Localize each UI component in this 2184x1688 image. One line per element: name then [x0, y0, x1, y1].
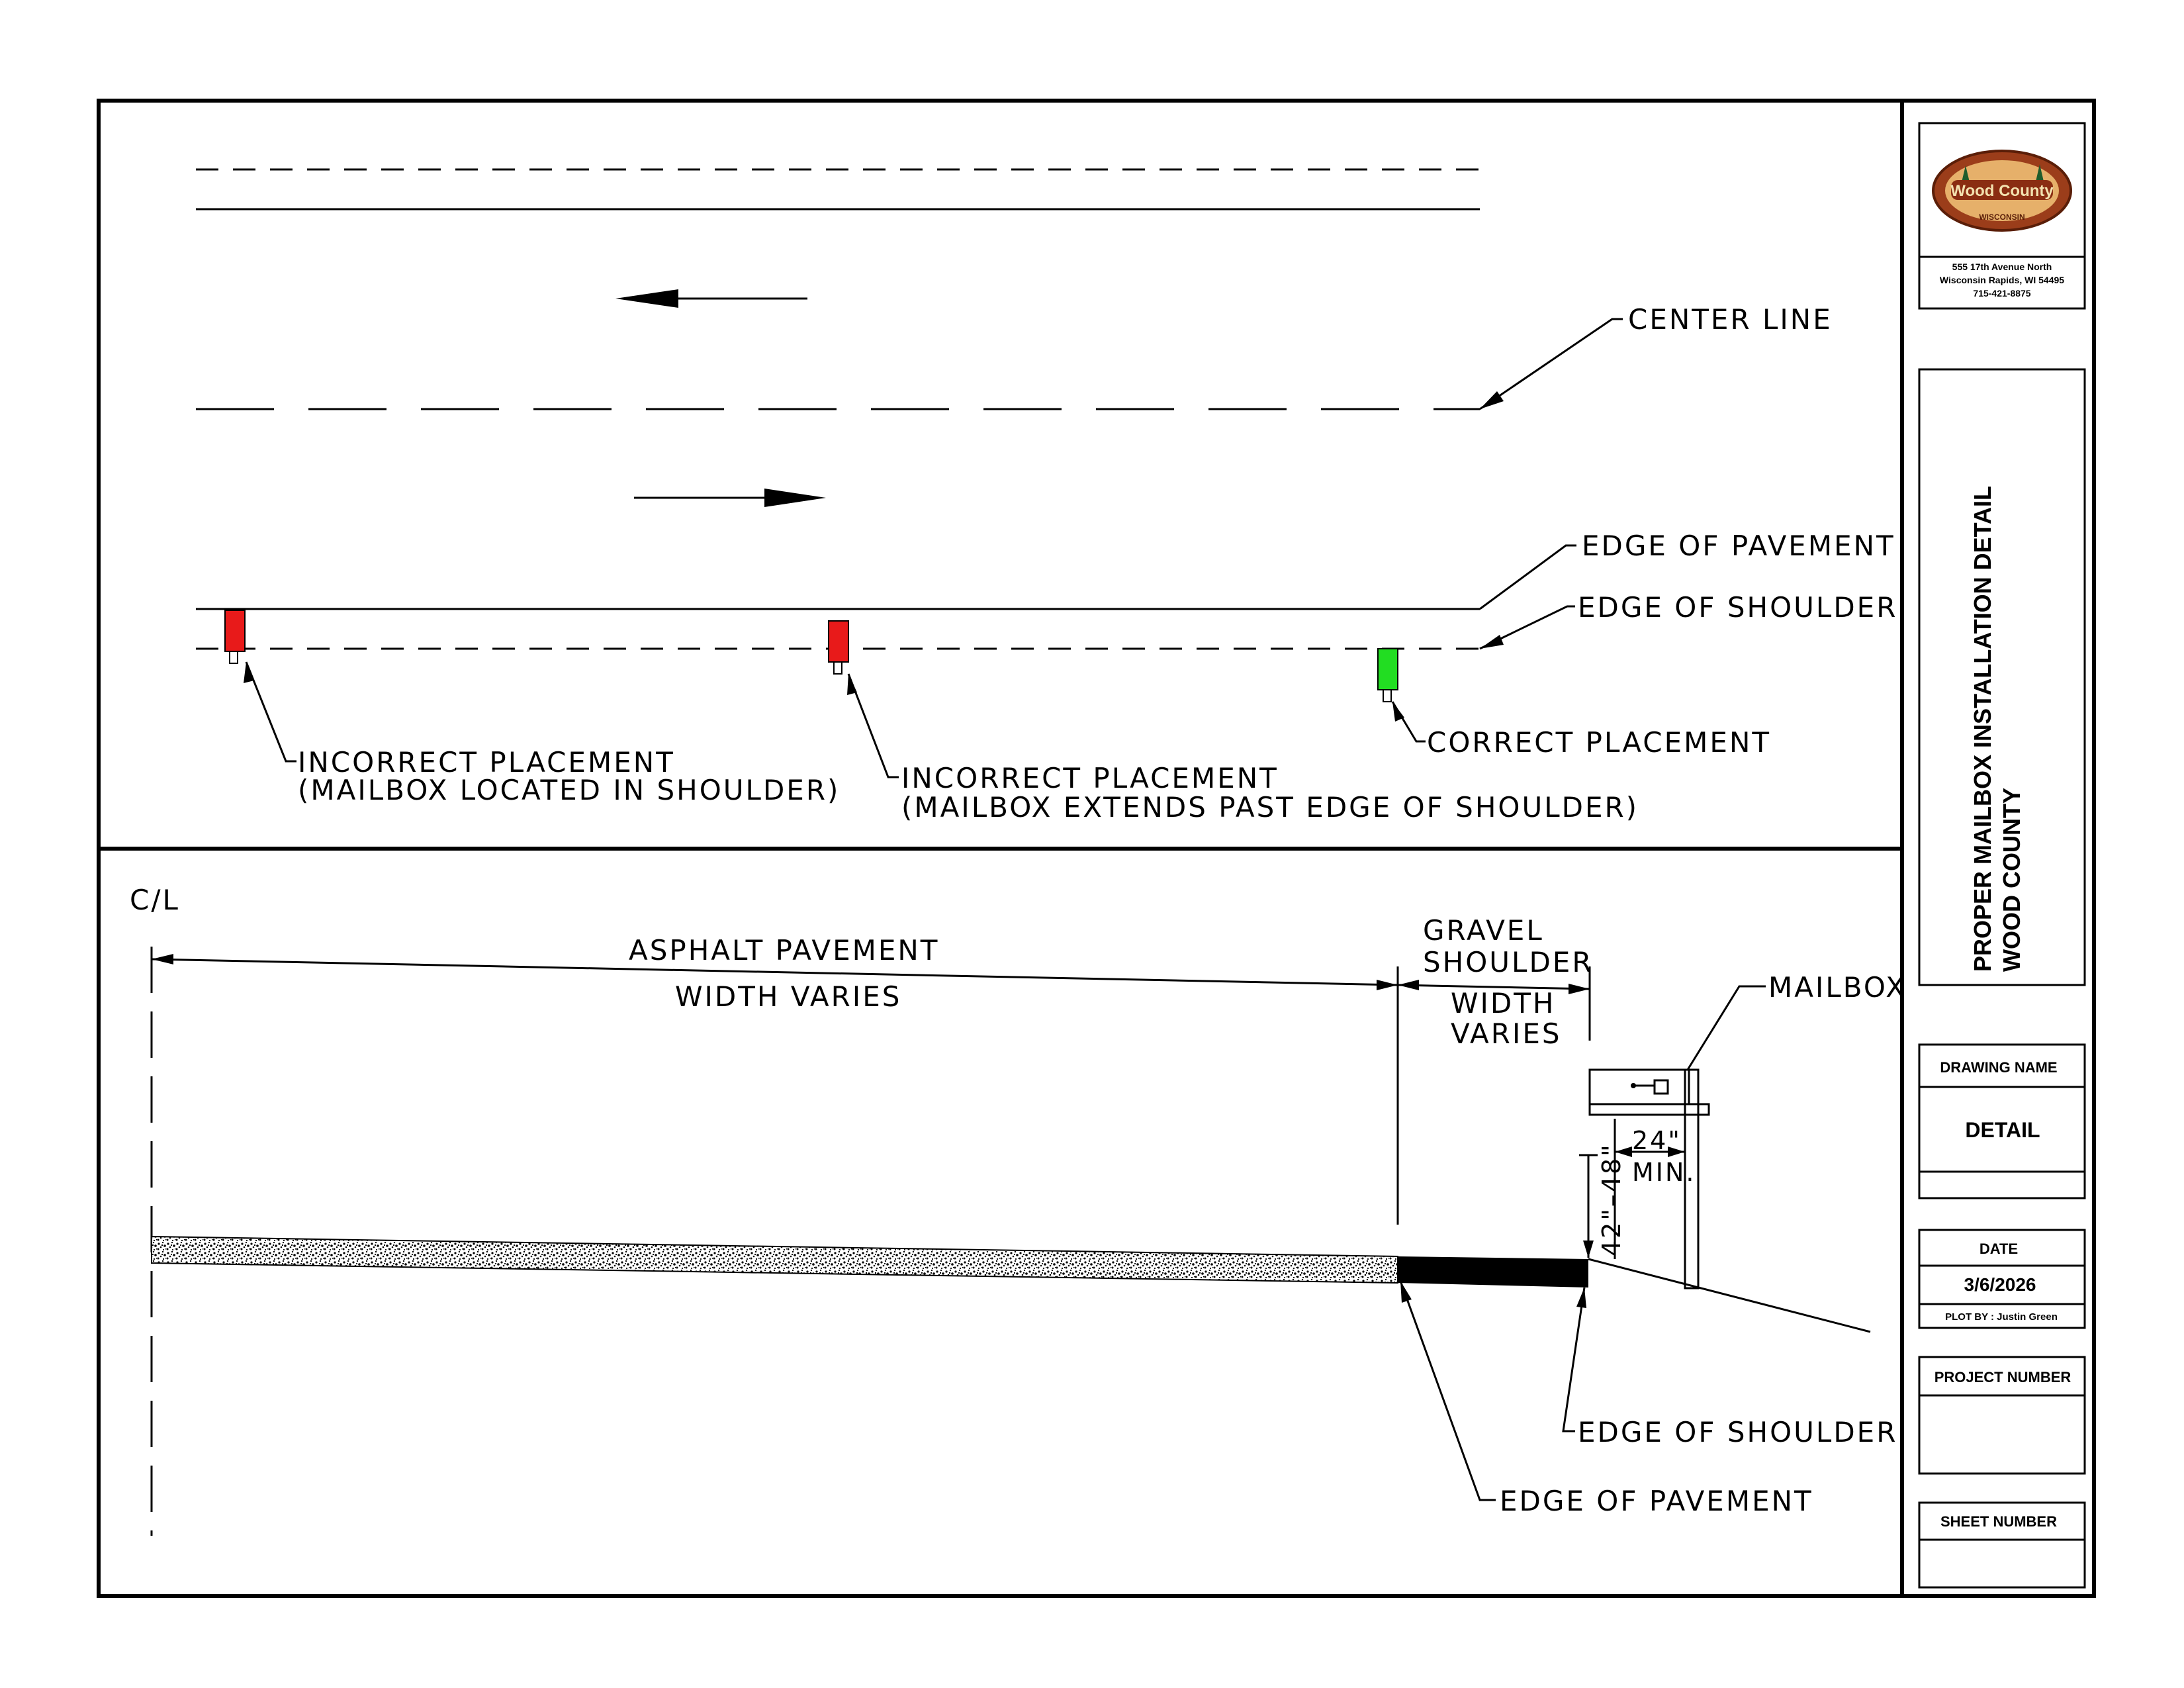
drawing-name-value: DETAIL — [1965, 1118, 2040, 1142]
mailbox-correct — [1377, 648, 1398, 702]
section-edge-of-pavement-leader — [1399, 1280, 1496, 1501]
incorrect-1-leader — [244, 661, 296, 763]
incorrect-2-leader — [847, 673, 899, 778]
mailbox-incorrect-1 — [224, 610, 246, 664]
section-edge-of-pavement-label: EDGE OF PAVEMENT — [1500, 1485, 1813, 1517]
gravel-shoulder-label: SHOULDER — [1423, 946, 1594, 978]
gravel-label: GRAVEL — [1423, 914, 1544, 947]
mailbox-incorrect-2 — [828, 620, 849, 675]
gravel-width-label: WIDTH — [1451, 987, 1556, 1019]
drawing-subtitle: WOOD COUNTY — [1998, 788, 2025, 972]
plan-view: CENTER LINE EDGE OF PAVEMENT EDGE OF SHO… — [196, 168, 1897, 823]
incorrect-1-label: INCORRECT PLACEMENT — [298, 746, 675, 778]
gravel-shoulder-section — [1398, 1256, 1588, 1288]
logo-box — [1918, 122, 2086, 310]
center-line-label: CENTER LINE — [1628, 303, 1833, 336]
wood-county-logo: Wood County WISCONSIN — [1932, 150, 2072, 232]
offset-value: 24" — [1632, 1126, 1682, 1155]
incorrect-2-label: INCORRECT PLACEMENT — [901, 762, 1279, 794]
section-view: C/L ASPHALT PAVEMENT WIDTH VARIES GRAVEL… — [130, 884, 1907, 1536]
date-label: DATE — [1979, 1241, 2018, 1257]
address-line-1: 555 17th Avenue North — [1952, 261, 2052, 272]
cl-label: C/L — [130, 884, 180, 916]
address-line-2: Wisconsin Rapids, WI 54495 — [1940, 275, 2064, 285]
drawing-name-box — [1918, 1043, 2086, 1199]
asphalt-width-label: WIDTH VARIES — [675, 980, 901, 1013]
offset-min-label: MIN. — [1632, 1158, 1696, 1187]
incorrect-1-note: (MAILBOX LOCATED IN SHOULDER) — [298, 774, 840, 806]
asphalt-dimension-line — [151, 954, 1398, 990]
sheet-number-box — [1918, 1501, 2086, 1589]
mailbox-elevation — [1588, 1068, 1710, 1289]
sheet-number-label: SHEET NUMBER — [1940, 1513, 2057, 1530]
edge-of-pavement-leader — [1479, 544, 1576, 610]
date-box — [1918, 1229, 2086, 1329]
height-dimension — [1579, 1154, 1598, 1258]
incorrect-2-note: (MAILBOX EXTENDS PAST EDGE OF SHOULDER) — [901, 791, 1639, 823]
title-block: Wood County WISCONSIN 555 17th Avenue No… — [1918, 122, 2086, 1589]
gravel-dimension-line — [1397, 980, 1590, 994]
edge-of-shoulder-label: EDGE OF SHOULDER — [1578, 591, 1897, 624]
asphalt-label: ASPHALT PAVEMENT — [629, 934, 939, 966]
project-number-box — [1918, 1356, 2086, 1475]
logo-text: Wood County — [1950, 182, 2054, 200]
edge-of-shoulder-leader — [1479, 605, 1575, 650]
date-value: 3/6/2026 — [1964, 1274, 2036, 1295]
section-edge-of-shoulder-leader — [1562, 1287, 1586, 1432]
correct-label: CORRECT PLACEMENT — [1427, 726, 1771, 759]
ground-slope — [1588, 1258, 1871, 1333]
asphalt-pavement-section — [151, 1235, 1398, 1284]
edge-of-pavement-label: EDGE OF PAVEMENT — [1582, 530, 1895, 562]
logo-subtext: WISCONSIN — [1979, 212, 2025, 222]
westbound-arrow — [615, 289, 807, 308]
mailbox-leader — [1686, 985, 1766, 1070]
mailbox-label: MAILBOX — [1768, 971, 1907, 1004]
plot-by: PLOT BY : Justin Green — [1945, 1311, 2058, 1323]
eastbound-arrow — [634, 489, 826, 507]
drawing-name-label: DRAWING NAME — [1940, 1059, 2057, 1076]
height-range: 42"–48" — [1597, 1143, 1626, 1256]
sheet-border — [97, 99, 2096, 1598]
phone: 715-421-8875 — [1973, 288, 2030, 299]
gravel-varies-label: VARIES — [1451, 1017, 1562, 1050]
title-box — [1918, 368, 2086, 986]
section-edge-of-shoulder-label: EDGE OF SHOULDER — [1578, 1416, 1897, 1448]
drawing-title: PROPER MAILBOX INSTALLATION DETAIL — [1969, 486, 1996, 972]
offset-dimension — [1614, 1119, 1685, 1259]
correct-leader — [1391, 701, 1426, 743]
project-number-label: PROJECT NUMBER — [1934, 1369, 2071, 1385]
center-line-leader — [1479, 318, 1623, 410]
